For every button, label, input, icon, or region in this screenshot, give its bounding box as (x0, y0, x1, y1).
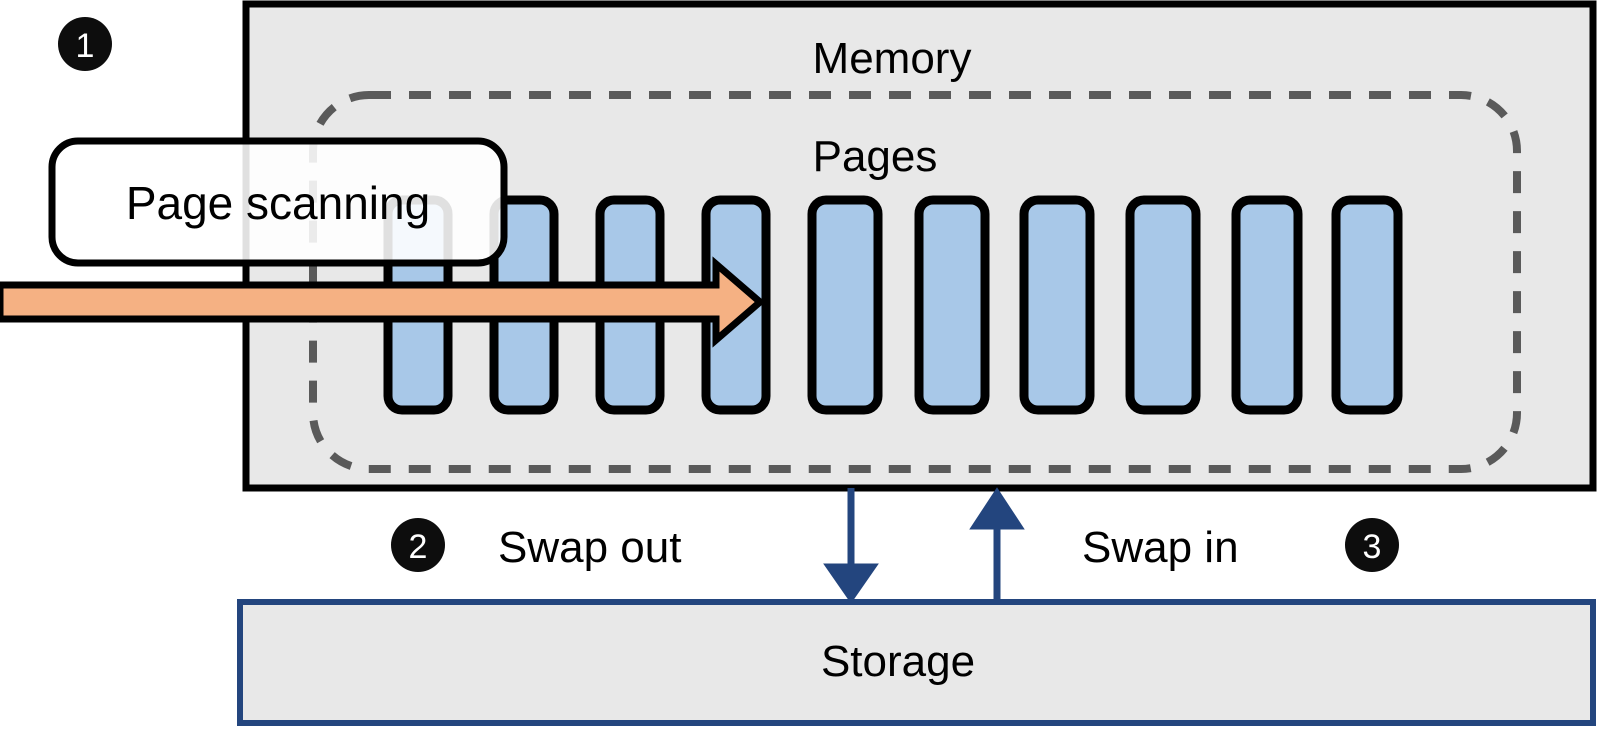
step-marker-3: 3 (1345, 518, 1399, 572)
storage-title: Storage (821, 637, 975, 686)
marker-circle-icon (391, 518, 445, 572)
page-block[interactable] (914, 195, 990, 415)
page-block[interactable] (1231, 195, 1303, 415)
marker-1-text: 1 (76, 27, 95, 65)
marker-2-text: 2 (409, 528, 428, 566)
page-block[interactable] (807, 195, 883, 415)
page-scanning-arrow (0, 256, 766, 348)
marker-circle-icon (58, 17, 112, 71)
step-marker-1: 1 (58, 17, 112, 71)
step-marker-2: 2 (391, 518, 445, 572)
pages-title: Pages (813, 132, 938, 181)
swap-out-arrow (823, 488, 879, 604)
page-block[interactable] (1331, 195, 1403, 415)
marker-circle-icon (1345, 518, 1399, 572)
swap-in-label: Swap in (1082, 523, 1239, 572)
storage-box (237, 599, 1596, 726)
page-block[interactable] (1125, 195, 1201, 415)
swap-in-arrow (969, 487, 1025, 602)
memory-title: Memory (813, 34, 972, 83)
page-block[interactable] (1019, 195, 1095, 415)
swap-out-label: Swap out (498, 523, 681, 572)
page-scanning-label: Page scanning (126, 177, 430, 229)
marker-3-text: 3 (1363, 528, 1382, 566)
page-scanning-callout[interactable] (48, 137, 508, 267)
